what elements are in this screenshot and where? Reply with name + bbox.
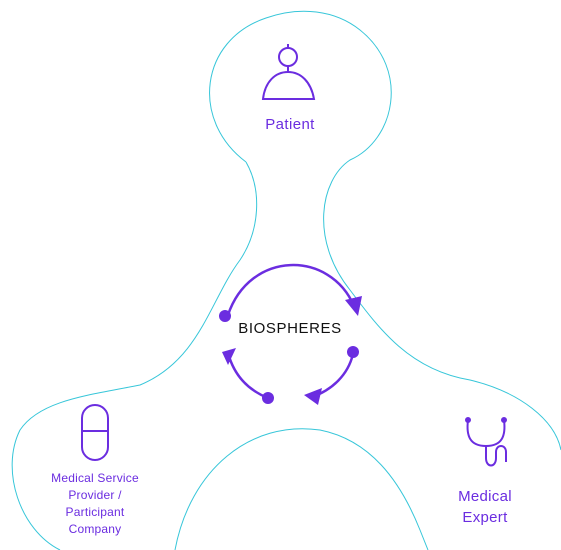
arrowhead-top-right	[345, 296, 362, 316]
outline-bottom-arc	[174, 428, 429, 550]
node-label-expert: Medical Expert	[430, 486, 540, 528]
person-icon	[261, 44, 316, 100]
node-label-line: Company	[68, 522, 122, 536]
cycle-arc-left	[226, 352, 269, 400]
cycle-dot-right	[347, 346, 359, 358]
pill-capsule-icon	[81, 404, 109, 461]
trilobe-outline	[11, 10, 561, 550]
node-label-line: Participant	[65, 505, 125, 519]
cycle-arc-top	[226, 263, 356, 316]
center-label: BIOSPHERES	[238, 320, 342, 337]
node-label-line: Medical Service	[51, 471, 139, 485]
cycle-dot-left	[219, 310, 231, 322]
node-label-line: Patient	[265, 116, 315, 133]
cycle-dot-bottom	[262, 392, 274, 404]
outline-left-lobe	[11, 161, 258, 550]
node-label-line: Provider /	[68, 488, 122, 502]
node-label-patient: Patient	[230, 116, 350, 133]
cycle-dots	[219, 310, 359, 404]
outline-top-lobe	[209, 10, 561, 451]
arrowhead-bottom	[304, 388, 322, 405]
stethoscope-icon	[465, 417, 507, 467]
cycle-arrowheads	[222, 296, 362, 405]
node-label-provider: Medical Service Provider / Participant C…	[20, 470, 170, 538]
arrowhead-left	[222, 348, 236, 365]
node-label-line: Expert	[462, 509, 508, 526]
node-label-line: Medical	[458, 488, 512, 505]
